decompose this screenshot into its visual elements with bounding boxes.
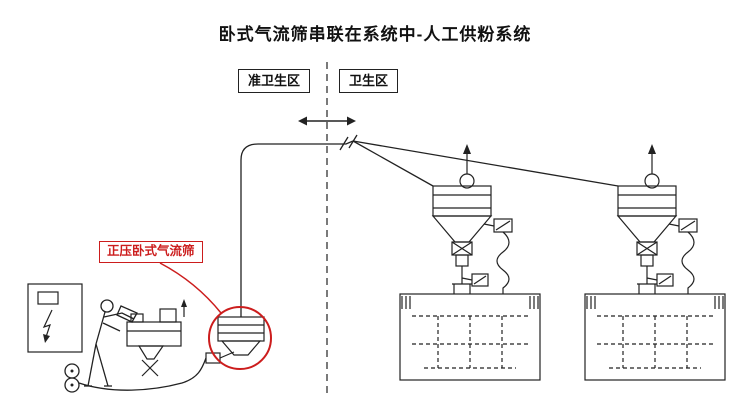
zone-label-quasi-sanitary: 准卫生区 bbox=[238, 69, 311, 93]
page-title: 卧式气流筛串联在系统中-人工供粉系统 bbox=[218, 25, 532, 44]
small-up-arrow-icon bbox=[181, 299, 187, 317]
pipe-branch-2 bbox=[352, 140, 619, 187]
operator-figure bbox=[84, 299, 138, 387]
sieve-unit bbox=[205, 316, 265, 364]
pipe-union-tick bbox=[339, 136, 349, 151]
sieve-callout-label: 正压卧式气流筛 bbox=[99, 241, 203, 263]
callout-leader-line bbox=[159, 262, 222, 314]
pump-wheels bbox=[64, 363, 80, 393]
highlight-circle bbox=[208, 306, 272, 370]
bidirectional-arrow-icon bbox=[298, 116, 356, 126]
transfer-pipe bbox=[240, 134, 619, 317]
zone-label-sanitary: 卫生区 bbox=[339, 69, 399, 93]
pipe-branch-1 bbox=[352, 140, 434, 187]
transfer-hose bbox=[78, 357, 207, 391]
valve-x-icon bbox=[141, 359, 159, 377]
feeder-press-unit-2 bbox=[584, 143, 726, 381]
control-cabinet bbox=[27, 283, 83, 353]
manual-feeder-machine bbox=[126, 299, 187, 377]
lightning-icon bbox=[42, 309, 53, 343]
